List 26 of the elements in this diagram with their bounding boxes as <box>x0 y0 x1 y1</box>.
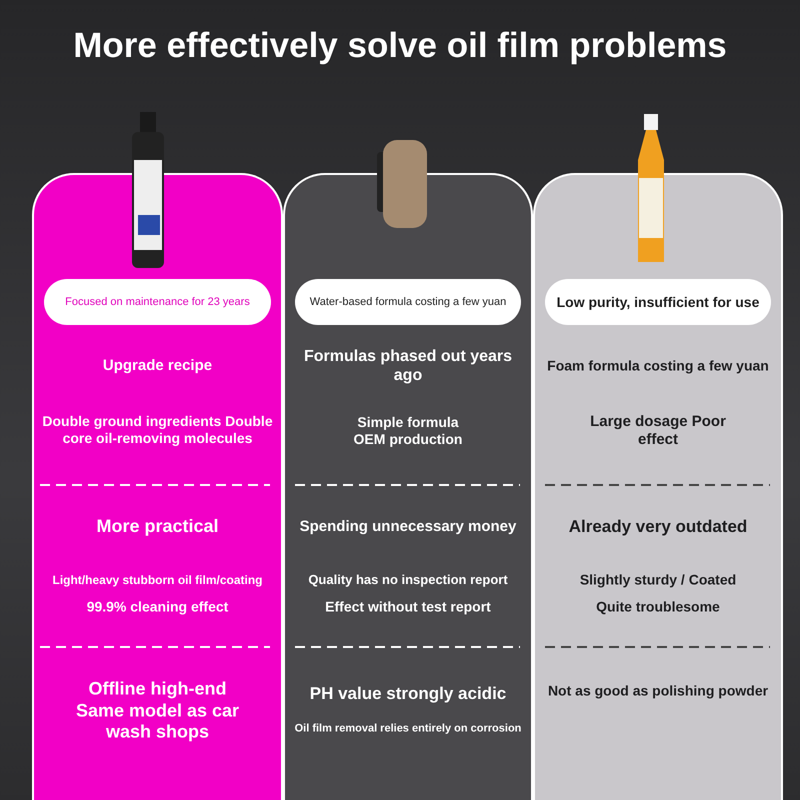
comparison-panel <box>32 173 283 800</box>
comparison-text: Quite troublesome <box>595 598 721 616</box>
highlight-pill: Focused on maintenance for 23 years <box>44 279 271 325</box>
comparison-text: Already very outdated <box>568 516 748 538</box>
comparison-text: Large dosage Poor effect <box>589 413 727 449</box>
comparison-text: Double ground ingredients Double core oil-removing molecules <box>41 413 274 447</box>
comparison-text: Light/heavy stubborn oil film/coating <box>51 572 264 588</box>
comparison-text: Slightly sturdy / Coated <box>578 572 738 588</box>
comparison-text: Foam formula costing a few yuan <box>546 358 770 374</box>
comparison-text: Offline high-end Same model as car wash shops <box>74 678 240 744</box>
highlight-pill: Low purity, insufficient for use <box>545 279 771 325</box>
comparison-text: 99.9% cleaning effect <box>86 598 230 616</box>
comparison-text: Spending unnecessary money <box>298 518 518 536</box>
comparison-text: Formulas phased out years ago <box>302 346 514 386</box>
comparison-text: Not as good as polishing powder <box>546 682 770 700</box>
comparison-panel <box>533 173 783 800</box>
comparison-panel <box>283 173 533 800</box>
comparison-text: Effect without test report <box>324 598 492 616</box>
title: More effectively solve oil film problems <box>72 26 728 66</box>
comparison-text: Oil film removal relies entirely on corrosion <box>294 722 522 736</box>
highlight-pill: Water-based formula costing a few yuan <box>295 279 521 325</box>
comparison-text: More practical <box>95 516 220 538</box>
comparison-text: Simple formula OEM production <box>352 414 464 448</box>
comparison-text: Upgrade recipe <box>102 357 214 375</box>
comparison-text: Quality has no inspection report <box>307 572 509 588</box>
comparison-text: PH value strongly acidic <box>308 684 508 704</box>
